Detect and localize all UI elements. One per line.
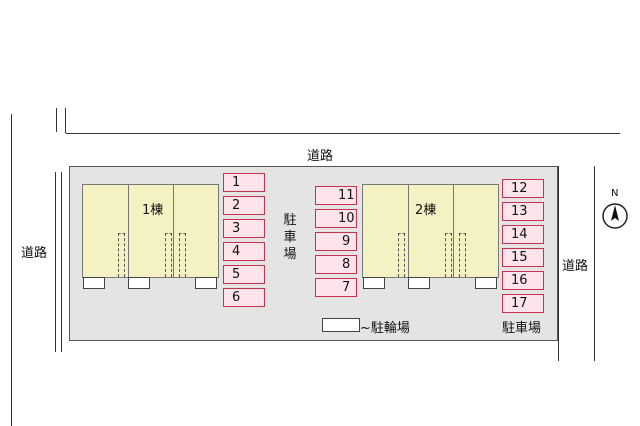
parking-space: 1 xyxy=(223,173,265,192)
outdoor-unit xyxy=(363,277,385,289)
road-label-top: 道路 xyxy=(307,149,334,164)
parking-label-right: 駐車場 xyxy=(502,321,542,336)
parking-space: 13 xyxy=(502,202,544,221)
parking-space: 2 xyxy=(223,196,265,215)
stair-outline xyxy=(118,233,125,277)
road-edge-top-left-inner xyxy=(65,108,66,133)
road-label-left: 道路 xyxy=(21,246,48,261)
road-edge-top xyxy=(66,133,620,134)
property-lot: 1棟 2棟 ~駐輪場 xyxy=(69,166,558,341)
building-1: 1棟 xyxy=(82,184,219,278)
parking-space: 6 xyxy=(223,288,265,307)
parking-space: 3 xyxy=(223,219,265,238)
bicycle-parking-text: 駐輪場 xyxy=(370,321,410,336)
road-edge-right-outer xyxy=(594,166,595,361)
outdoor-unit xyxy=(83,277,105,289)
parking-space: 16 xyxy=(502,271,544,290)
parking-label-char: 駐 xyxy=(283,213,297,228)
building-2: 2棟 xyxy=(362,184,499,278)
road-edge-top-left xyxy=(56,108,57,132)
unit-divider xyxy=(128,185,129,277)
parking-space: 5 xyxy=(223,265,265,284)
road-label-right: 道路 xyxy=(562,259,589,274)
bicycle-parking-label: ~駐輪場 xyxy=(360,321,410,336)
compass-icon xyxy=(602,203,628,229)
road-edge-left-inner xyxy=(55,172,56,352)
unit-divider xyxy=(173,185,174,277)
unit-divider xyxy=(408,185,409,277)
outdoor-unit xyxy=(195,277,217,289)
stair-outline xyxy=(165,233,172,277)
building-1-label: 1棟 xyxy=(142,203,164,218)
stair-outline xyxy=(459,233,466,277)
parking-space: 14 xyxy=(502,225,544,244)
parking-space: 12 xyxy=(502,179,544,198)
road-edge-left-outer xyxy=(11,114,12,426)
parking-space: 15 xyxy=(502,248,544,267)
stair-outline xyxy=(398,233,405,277)
outdoor-unit xyxy=(128,277,150,289)
outdoor-unit xyxy=(408,277,430,289)
unit-divider xyxy=(453,185,454,277)
parking-label-char: 車 xyxy=(283,230,297,245)
parking-label-char: 場 xyxy=(283,247,297,262)
stair-outline xyxy=(179,233,186,277)
parking-space: 4 xyxy=(223,242,265,261)
parking-space: 10 xyxy=(315,209,357,228)
parking-space: 7 xyxy=(315,278,357,297)
parking-space: 9 xyxy=(315,232,357,251)
parking-space: 8 xyxy=(315,255,357,274)
road-edge-right-inner xyxy=(558,166,559,361)
compass: N xyxy=(600,188,630,232)
compass-north-label: N xyxy=(611,188,619,199)
parking-space: 11 xyxy=(315,186,357,205)
building-2-label: 2棟 xyxy=(415,203,437,218)
stair-outline xyxy=(445,233,452,277)
road-edge-left-inner2 xyxy=(61,172,62,352)
parking-space: 17 xyxy=(502,294,544,313)
bicycle-parking-area xyxy=(322,318,360,332)
outdoor-unit xyxy=(475,277,497,289)
